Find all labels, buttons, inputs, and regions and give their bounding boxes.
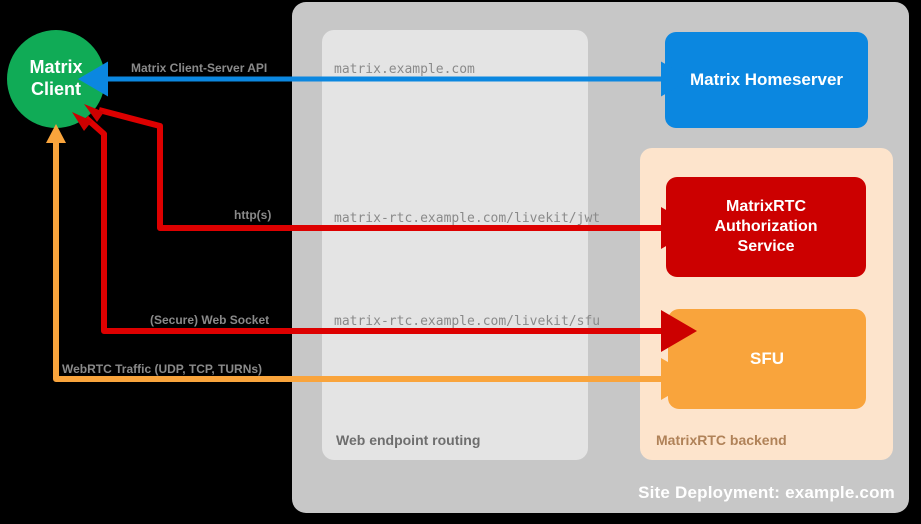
- auth-service-label-line2: Authorization: [714, 218, 818, 235]
- sfu-node[interactable]: SFU: [668, 309, 866, 409]
- web-endpoint-routing-label: Web endpoint routing: [336, 432, 481, 448]
- auth-service-label-line1: MatrixRTC: [725, 198, 806, 215]
- sfu-label: SFU: [750, 349, 784, 369]
- flow-label-websocket: (Secure) Web Socket: [150, 313, 270, 327]
- endpoint-label-homeserver: matrix.example.com: [334, 62, 475, 77]
- flow-label-https: http(s): [234, 208, 272, 222]
- matrix-client-label-line2: Client: [30, 79, 81, 99]
- flow-label-client-server-api: Matrix Client-Server API: [131, 61, 268, 75]
- endpoint-label-sfu: matrix-rtc.example.com/livekit/sfu: [334, 314, 601, 329]
- endpoint-label-jwt: matrix-rtc.example.com/livekit/jwt: [334, 211, 601, 226]
- matrix-client-node[interactable]: Matrix Client: [7, 30, 105, 128]
- matrix-homeserver-label: Matrix Homeserver: [689, 70, 844, 90]
- matrix-homeserver-node[interactable]: Matrix Homeserver: [665, 32, 868, 128]
- matrixrtc-authorization-service-node[interactable]: MatrixRTC Authorization Service: [666, 177, 866, 277]
- flow-label-webrtc: WebRTC Traffic (UDP, TCP, TURNs): [62, 362, 263, 376]
- web-endpoint-routing-panel: Web endpoint routing: [322, 30, 588, 460]
- auth-service-label-line3: Service: [737, 238, 795, 255]
- matrix-client-label-line1: Matrix: [29, 57, 83, 78]
- matrixrtc-backend-label: MatrixRTC backend: [656, 432, 787, 448]
- site-deployment-label: Site Deployment: example.com: [638, 483, 895, 502]
